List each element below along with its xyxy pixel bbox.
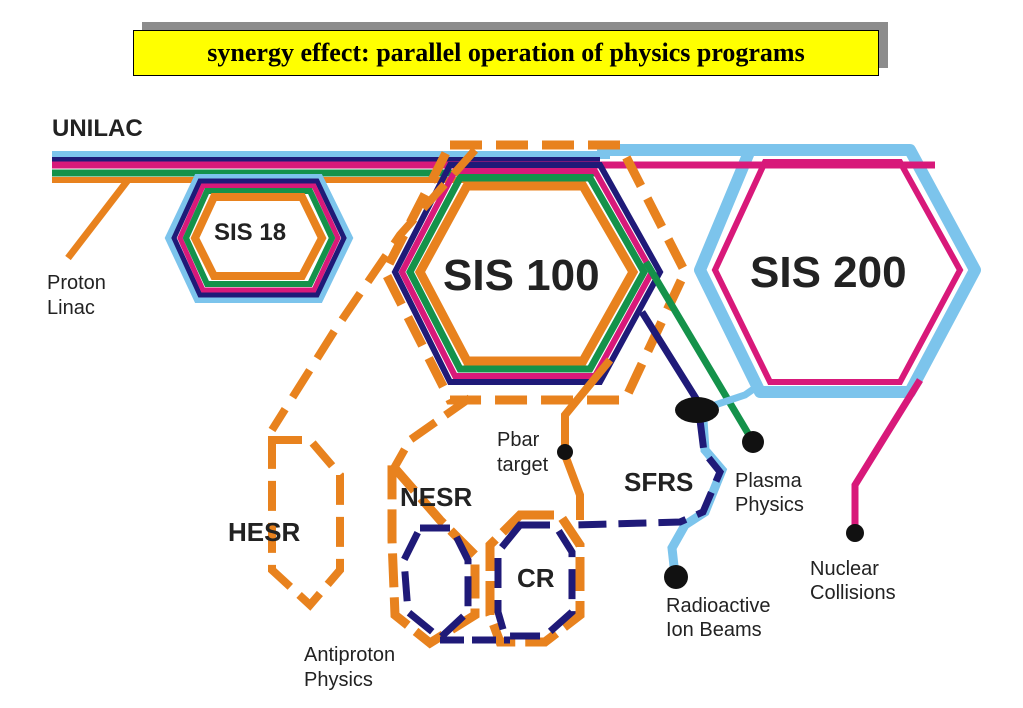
- hesr-ring: [268, 436, 344, 611]
- label-sis200: SIS 200: [750, 248, 907, 297]
- nuclear-beamline: [851, 378, 923, 530]
- sis18-ring-magenta: [177, 183, 341, 293]
- nesr-feed-line: [389, 394, 473, 472]
- plasma-beamline: [642, 260, 756, 442]
- nesr-ring-navy: [400, 524, 472, 643]
- label-pbar-1: Pbar: [497, 429, 540, 451]
- title-box: synergy effect: parallel operation of ph…: [133, 30, 879, 76]
- sis100-ring-orange: [414, 181, 639, 366]
- label-sis100: SIS 100: [443, 251, 600, 300]
- label-unilac: UNILAC: [52, 115, 143, 142]
- slide-title: synergy effect: parallel operation of ph…: [207, 38, 805, 67]
- label-radioactive-2: Ion Beams: [666, 619, 762, 641]
- label-sis18: SIS 18: [214, 219, 286, 246]
- proton-linac-line: [65, 177, 131, 261]
- sis18-ring-navy: [171, 178, 347, 298]
- sis200-ring-blue: [597, 144, 981, 398]
- sfrs-beamline-navy: [639, 310, 702, 411]
- label-sfrs: SFRS: [624, 467, 693, 497]
- label-pbar-2: target: [497, 454, 549, 476]
- label-antiproton-1: Antiproton: [304, 644, 395, 666]
- radioactive-dot: [664, 565, 688, 589]
- sis100-ring-green: [406, 174, 649, 373]
- label-hesr: HESR: [228, 517, 300, 547]
- label-nuclear-1: Nuclear: [810, 558, 879, 580]
- sis100-dashed-ring: [379, 140, 691, 405]
- label-nuclear-2: Collisions: [810, 582, 896, 604]
- plasma-dot: [742, 431, 764, 453]
- label-cr: CR: [517, 563, 555, 593]
- hesr-feed-line: [268, 147, 478, 433]
- label-antiproton-2: Physics: [304, 669, 373, 691]
- label-plasma-2: Physics: [735, 494, 804, 516]
- pbar-target-dot: [557, 444, 573, 460]
- sfrs-path-navy: [574, 419, 725, 529]
- sis100-ring-navy: [391, 162, 664, 385]
- sfrs-path-blue: [667, 419, 728, 576]
- cr-ring-orange: [485, 510, 585, 647]
- label-radioactive-1: Radioactive: [666, 595, 771, 617]
- label-proton-linac-2: Linac: [47, 297, 95, 319]
- nuclear-dot: [846, 524, 864, 542]
- sis18-ring-blue: [164, 174, 354, 303]
- label-plasma-1: Plasma: [735, 470, 803, 492]
- label-proton-linac-1: Proton: [47, 272, 106, 294]
- cr-ring-navy: [494, 521, 576, 640]
- sis18-ring-green: [182, 188, 336, 287]
- sis18-ring-orange: [190, 193, 327, 280]
- production-target: [675, 397, 719, 423]
- label-nesr: NESR: [400, 482, 472, 512]
